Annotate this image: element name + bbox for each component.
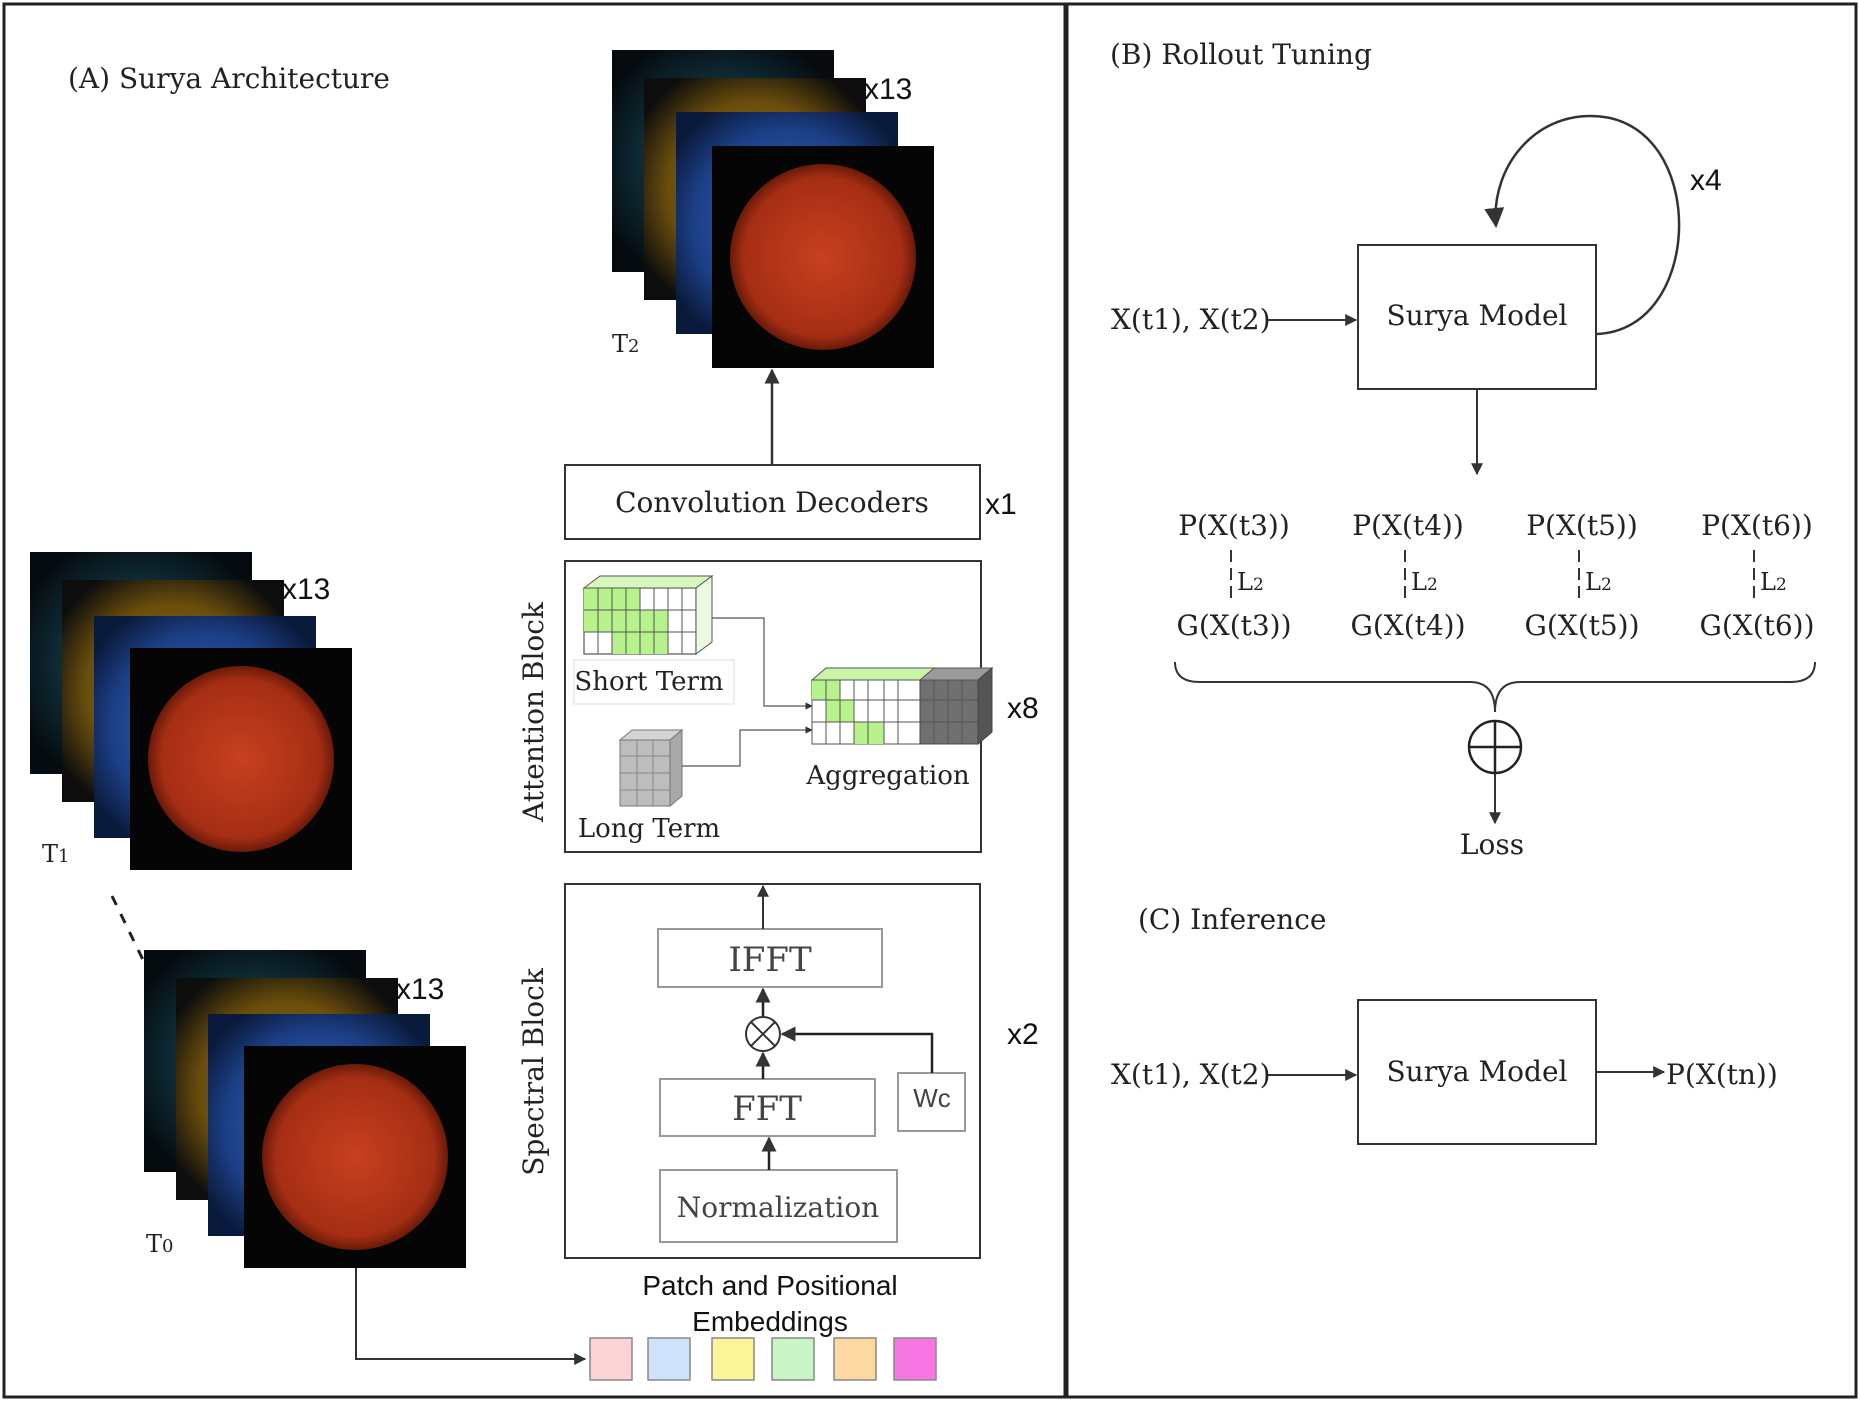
wc-box [897, 1072, 966, 1132]
ifft-box [657, 928, 883, 988]
t1-count: x13 [282, 573, 330, 606]
short-term-label-bg [573, 659, 735, 705]
t1-label: T1 [42, 840, 69, 868]
convolution-decoders-box [564, 464, 981, 540]
normalization-box [659, 1169, 898, 1243]
multiply-operator-icon [745, 1016, 781, 1052]
panel-c-title: (C) Inference [1138, 903, 1326, 936]
fft-label: FFT [732, 1089, 802, 1129]
panel-b-title: (B) Rollout Tuning [1110, 38, 1372, 71]
long-term-cube [618, 728, 684, 808]
l2-loss-label: L2 [1411, 568, 1438, 596]
t0-to-embeddings-arrow [355, 1268, 587, 1365]
time-gap-dashes [110, 895, 148, 967]
sun-image-stack-t2 [612, 50, 934, 368]
wc-label: Wc [913, 1083, 951, 1113]
embeddings-label-line1: Patch and Positional [642, 1270, 897, 1301]
spectral-repeat: x2 [1007, 1018, 1039, 1051]
normalization-label: Normalization [677, 1191, 879, 1224]
embedding-patch [589, 1337, 633, 1381]
short-term-cube [582, 575, 714, 655]
panel-a-title: (A) Surya Architecture [68, 62, 390, 95]
spectral-block-label: Spectral Block [517, 967, 550, 1176]
sun-image-stack-t1 [30, 552, 352, 870]
inference-model-label: Surya Model [1387, 1055, 1568, 1088]
prediction-label: P(X(t5)) [1526, 509, 1638, 542]
inference-input: X(t1), X(t2) [1111, 1058, 1271, 1091]
rollout-prediction-pairs: P(X(t3)) L2G(X(t3)) P(X(t4)) L2G(X(t4)) P(X(… [1176, 509, 1814, 642]
ground-truth-label: G(X(t3)) [1176, 609, 1291, 642]
long-term-label: Long Term [578, 814, 720, 844]
long-term-to-aggregation-arrow [682, 726, 813, 767]
aggregation-cube [810, 666, 994, 746]
short-term-to-aggregation-arrow [712, 617, 813, 710]
attention-repeat: x8 [1007, 692, 1039, 725]
panel-a-border [2, 2, 1067, 1399]
sun-image-stack-t0 [144, 950, 466, 1268]
sum-operator-icon [1467, 719, 1523, 775]
embedding-squares [589, 1337, 937, 1381]
inference-output: P(X(tn)) [1666, 1058, 1778, 1091]
t0-label: T0 [146, 1230, 173, 1258]
ground-truth-label: G(X(t4)) [1350, 609, 1465, 642]
embedding-patch [711, 1337, 755, 1381]
rollout-input: X(t1), X(t2) [1111, 303, 1271, 336]
convolution-decoders-label: Convolution Decoders [615, 486, 929, 519]
l2-loss-label: L2 [1585, 568, 1612, 596]
embedding-patch [771, 1337, 815, 1381]
rollout-loop-arrow [1484, 114, 1681, 336]
rollout-loop-count: x4 [1690, 164, 1722, 197]
embedding-patch [893, 1337, 937, 1381]
loss-label: Loss [1460, 828, 1524, 861]
attention-block-label: Attention Block [517, 601, 550, 823]
fft-box [659, 1078, 876, 1137]
t0-count: x13 [396, 973, 444, 1006]
wc-to-multiply-arrow [780, 1026, 934, 1073]
embedding-patch [647, 1337, 691, 1381]
decoder-repeat: x1 [985, 488, 1017, 521]
prediction-label: P(X(t6)) [1701, 509, 1813, 542]
embedding-patch [833, 1337, 877, 1381]
l2-loss-label: L2 [1760, 568, 1787, 596]
prediction-label: P(X(t3)) [1178, 509, 1290, 542]
aggregation-label: Aggregation [805, 761, 969, 791]
short-term-label: Short Term [574, 667, 723, 697]
t2-label: T2 [612, 330, 639, 358]
rollout-model-label: Surya Model [1387, 299, 1568, 332]
rollout-model-box [1357, 244, 1597, 390]
embeddings-label-line2: Embeddings [692, 1306, 848, 1337]
ground-truth-label: G(X(t5)) [1524, 609, 1639, 642]
loss-sum-brace [1174, 661, 1816, 713]
ifft-label: IFFT [728, 940, 812, 980]
prediction-label: P(X(t4)) [1352, 509, 1464, 542]
l2-loss-label: L2 [1237, 568, 1264, 596]
t2-count: x13 [864, 73, 912, 106]
ground-truth-label: G(X(t6)) [1699, 609, 1814, 642]
panel-b-border [1065, 2, 1858, 1399]
